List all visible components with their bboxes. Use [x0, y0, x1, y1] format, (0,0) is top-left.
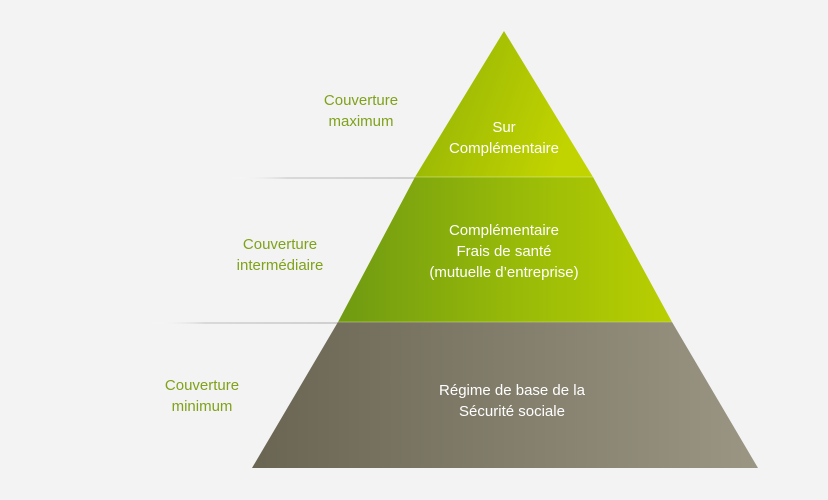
- pyramid-tier-middle: [338, 177, 672, 322]
- separator-line-lower: [148, 322, 340, 324]
- separator-line-upper: [230, 177, 420, 179]
- tier-label-bottom: Régime de base de la Sécurité sociale: [439, 382, 585, 420]
- tier-label-middle: Complémentaire Frais de santé (mutuelle …: [429, 222, 579, 281]
- tier-label-top: Sur Complémentaire: [448, 119, 560, 157]
- pyramid-tier-bottom: [252, 322, 758, 468]
- pyramid-tier-top: [415, 31, 593, 177]
- coverage-label-maximum: Couverture maximum: [323, 92, 399, 130]
- coverage-label-minimum: Couverture minimum: [164, 377, 240, 415]
- coverage-label-intermediaire: Couverture intermédiaire: [236, 236, 324, 274]
